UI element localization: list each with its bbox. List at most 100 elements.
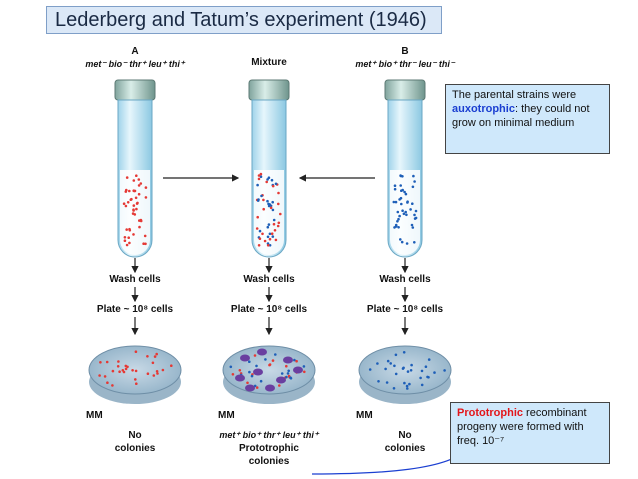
cell-dot <box>151 361 155 365</box>
cell-dot <box>406 387 409 390</box>
cell-dot <box>143 234 147 238</box>
cell-dot <box>105 360 109 364</box>
strain-a-letter: A <box>131 46 139 57</box>
cell-dot <box>404 210 408 214</box>
cell-dot <box>103 375 107 378</box>
cell-dot <box>255 386 259 389</box>
cell-dot <box>302 365 306 368</box>
cell-dot <box>134 196 138 200</box>
cell-dot <box>402 351 406 354</box>
cell-dot <box>129 198 133 201</box>
auxotrophic-term: auxotrophic <box>452 103 515 115</box>
cell-dot <box>125 243 129 247</box>
cell-dot <box>414 209 418 213</box>
tube-b-cap <box>384 79 426 101</box>
cell-dot <box>400 202 403 206</box>
step-plate-b: Plate ~ 10⁸ cells <box>366 304 444 315</box>
cell-dot <box>255 227 259 230</box>
cell-dot <box>393 184 397 187</box>
colony <box>257 348 267 356</box>
cell-dot <box>106 381 109 385</box>
step-arrows <box>131 258 409 336</box>
strain-b-letter: B <box>401 46 409 57</box>
result-b-line2: colonies <box>384 443 426 454</box>
step-plate-a: Plate ~ 10⁸ cells <box>96 304 174 315</box>
tube-mixture <box>248 79 290 258</box>
cell-dot <box>133 189 136 193</box>
title-box: Lederberg and Tatum’s experiment (1946) <box>46 6 442 34</box>
cell-dot <box>408 382 411 386</box>
cell-dot <box>155 352 158 356</box>
cell-dot <box>268 363 272 366</box>
cell-dot <box>402 366 405 370</box>
cell-dot <box>111 369 115 373</box>
tube-mixture-cells <box>255 172 282 247</box>
cell-dot <box>257 174 261 177</box>
cell-dot <box>405 213 408 217</box>
cell-dot <box>396 220 399 223</box>
colony <box>283 356 293 364</box>
cell-dot <box>123 239 127 242</box>
cell-dot <box>274 182 278 186</box>
cell-dot <box>398 214 401 218</box>
cell-dot <box>260 194 263 198</box>
cell-dot <box>132 208 135 211</box>
cell-dot <box>267 204 271 208</box>
strain-b-genotype: met⁺ bio⁺ thr⁻ leu⁻ thi⁻ <box>355 59 455 69</box>
cell-dot <box>131 369 134 372</box>
cell-dot <box>146 355 149 358</box>
cell-dot <box>132 233 135 236</box>
cell-dot <box>280 372 284 375</box>
cell-dot <box>277 191 280 195</box>
cell-dot <box>270 178 274 182</box>
cell-dot <box>152 374 156 377</box>
cell-dot <box>266 225 270 229</box>
cell-dot <box>399 238 402 241</box>
cell-dot <box>400 240 404 244</box>
cell-dot <box>138 225 141 229</box>
cell-dot <box>122 202 126 205</box>
cell-dot <box>392 387 396 390</box>
cell-dot <box>419 376 422 380</box>
cell-dot <box>274 353 277 356</box>
cell-dot <box>137 192 141 196</box>
cell-dot <box>134 350 138 354</box>
tube-a-cells <box>122 174 148 247</box>
auxotrophic-note-post: : they could not grow on minimal medium <box>452 103 590 129</box>
tube-a-liquid <box>120 170 150 255</box>
cell-dot <box>256 199 260 202</box>
cell-dot <box>272 222 276 226</box>
dish-b-surface <box>358 345 452 395</box>
cell-dot <box>406 370 410 373</box>
cell-dot <box>265 180 269 184</box>
cell-dot <box>433 371 436 374</box>
cell-dot <box>420 369 424 373</box>
colony <box>276 376 286 384</box>
cell-dot <box>385 381 389 384</box>
cell-dot <box>144 196 148 199</box>
cell-dot <box>128 241 131 245</box>
cell-dot <box>410 223 414 227</box>
cell-dot <box>303 370 306 374</box>
cell-dot <box>170 364 173 368</box>
cell-dot <box>128 227 131 231</box>
cell-dot <box>121 369 125 372</box>
cell-dot <box>377 380 380 383</box>
cell-dot <box>268 244 272 247</box>
auxotrophic-note: The parental strains were auxotrophic: t… <box>445 84 610 154</box>
cell-dot <box>277 221 281 225</box>
cell-dot <box>258 229 262 233</box>
result-mix-genotype: met⁺ bio⁺ thr⁺ leu⁺ thi⁺ <box>219 430 319 440</box>
cell-dot <box>414 216 418 220</box>
cell-dot <box>246 381 249 385</box>
cell-dot <box>399 184 403 187</box>
cell-dot <box>411 202 414 205</box>
cell-dot <box>295 359 298 363</box>
colony <box>245 384 255 392</box>
cell-dot <box>248 370 251 374</box>
cell-dot <box>406 200 409 203</box>
cell-dot <box>116 365 120 368</box>
cell-dot <box>137 178 141 181</box>
cell-dot <box>276 224 280 228</box>
